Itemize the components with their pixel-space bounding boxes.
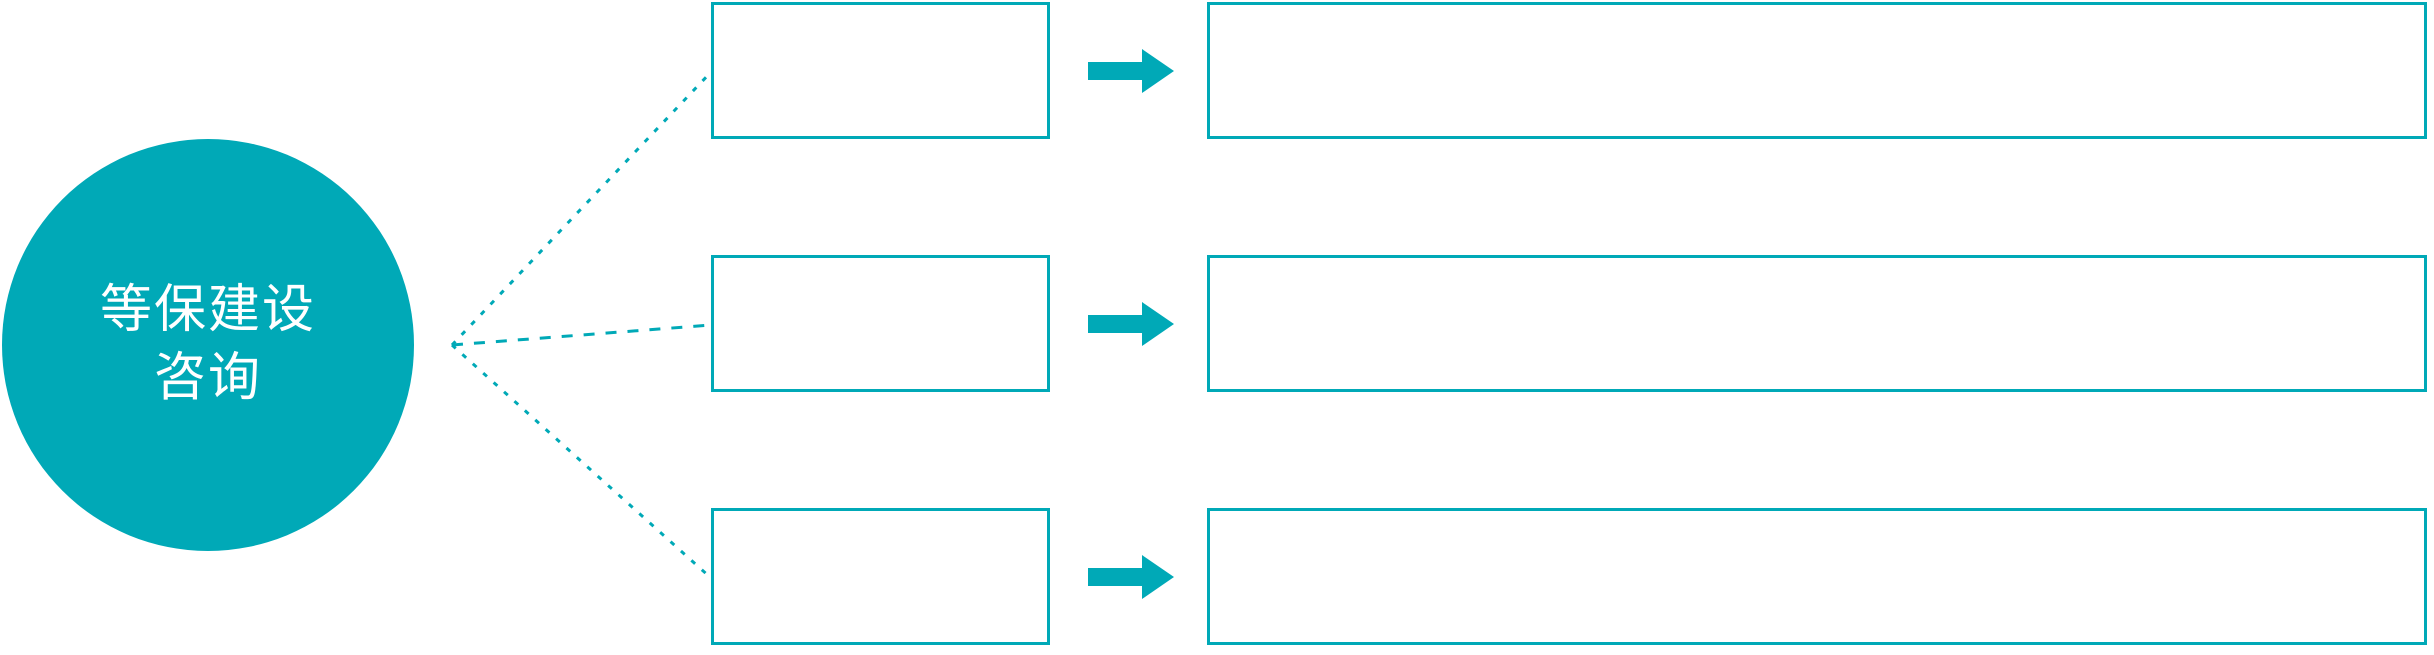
detail-box[interactable] [1207, 2, 2427, 139]
right-arrow-icon [1088, 302, 1174, 346]
diagram-row [0, 253, 2434, 395]
detail-box[interactable] [1207, 255, 2427, 392]
right-arrow-icon [1088, 555, 1174, 599]
stage-box[interactable] [711, 2, 1050, 139]
hub-circle[interactable]: 等保建设 咨询 [2, 139, 414, 551]
right-arrow-icon [1088, 49, 1174, 93]
hub-label-line-1: 等保建设 [99, 281, 316, 340]
hub-label-line-2: 咨询 [153, 349, 262, 407]
stage-box[interactable] [711, 255, 1050, 392]
diagram-row [0, 506, 2434, 648]
detail-box[interactable] [1207, 508, 2427, 645]
diagram-row [0, 0, 2434, 142]
stage-box[interactable] [711, 508, 1050, 645]
